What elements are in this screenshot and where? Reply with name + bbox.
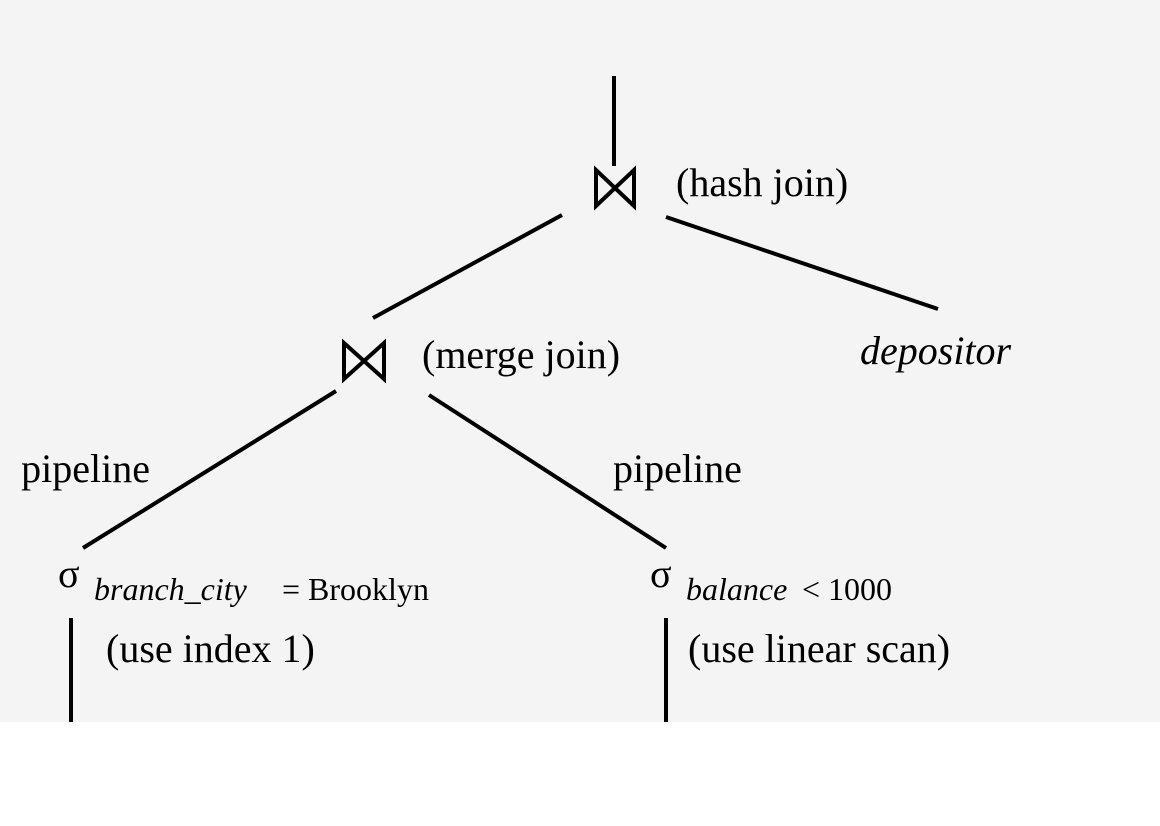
select-annotation: (use linear scan) bbox=[688, 626, 950, 671]
diagram-background bbox=[0, 0, 1160, 722]
merge-join-annotation: (merge join) bbox=[422, 332, 620, 377]
edge-hash-to-depositor bbox=[665, 215, 939, 311]
join-icon bbox=[594, 165, 636, 211]
edge-merge-to-balance-select bbox=[427, 393, 668, 550]
edge-merge-to-branch-select bbox=[81, 389, 338, 550]
balance-select-node: σ balance < 1000 (use linear scan) bbox=[650, 551, 950, 671]
depositor-relation: depositor bbox=[860, 328, 1012, 373]
join-icon bbox=[342, 338, 386, 384]
select-condition: = Brooklyn bbox=[282, 571, 429, 607]
branch-city-select-node: σ branch_city = Brooklyn (use index 1) bbox=[58, 551, 429, 671]
merge-join-node: (merge join) bbox=[342, 332, 620, 384]
sigma-icon: σ bbox=[650, 551, 672, 596]
select-annotation: (use index 1) bbox=[106, 626, 315, 671]
hash-join-node: (hash join) bbox=[594, 160, 848, 211]
right-pipeline-label: pipeline bbox=[613, 446, 742, 491]
edge-hash-to-merge bbox=[372, 213, 563, 320]
bottom-margin bbox=[0, 722, 1160, 826]
select-attribute: branch_city bbox=[94, 571, 248, 607]
select-condition: < 1000 bbox=[802, 571, 892, 607]
left-pipeline-label: pipeline bbox=[21, 446, 150, 491]
sigma-icon: σ bbox=[58, 551, 80, 596]
select-attribute: balance bbox=[686, 571, 787, 607]
hash-join-annotation: (hash join) bbox=[676, 160, 848, 205]
